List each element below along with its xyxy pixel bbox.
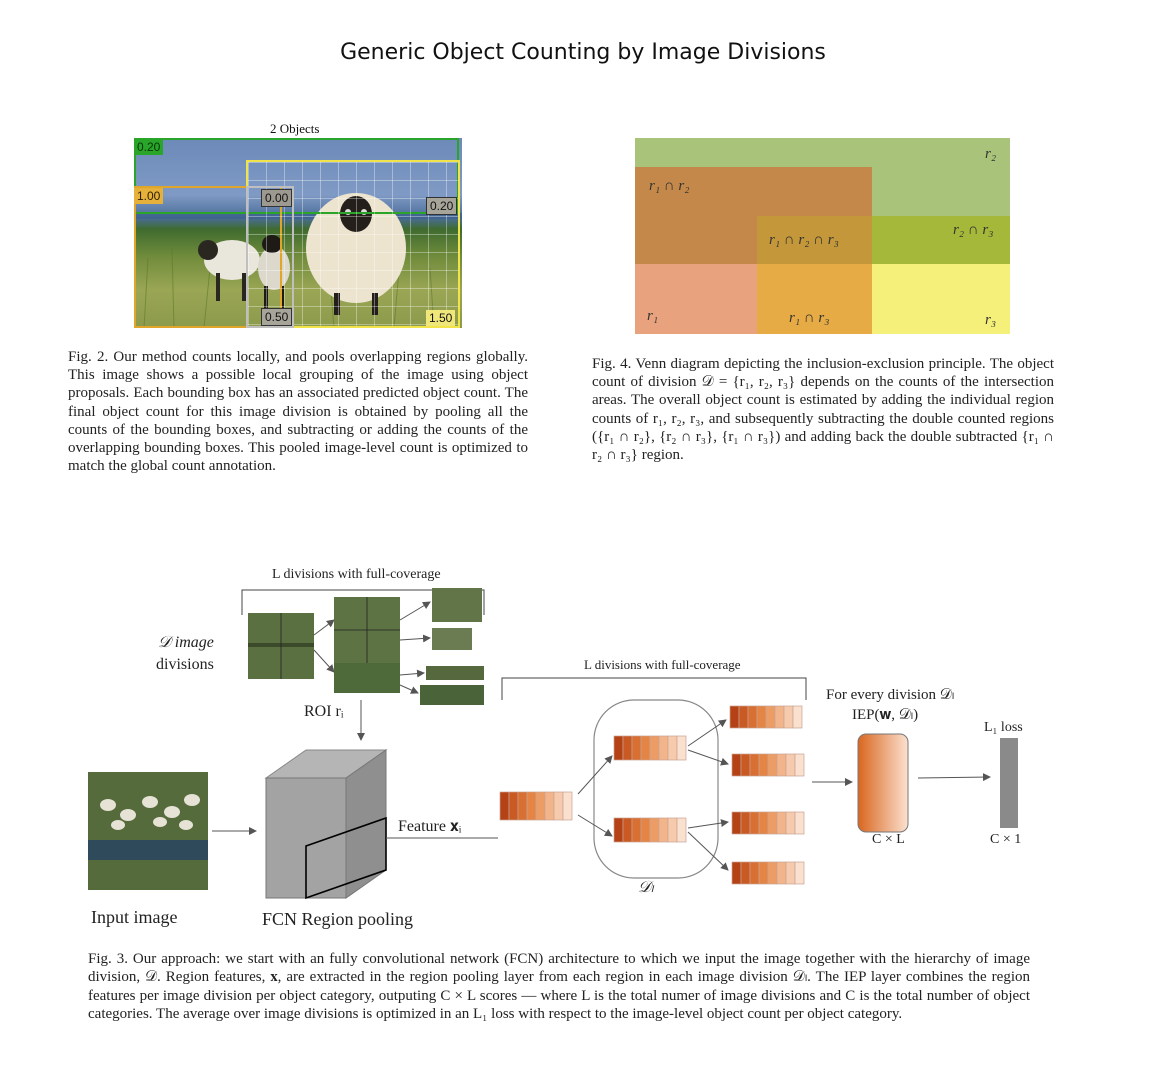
bbox-orange	[134, 186, 282, 328]
label-gray-right: 0.20	[426, 197, 458, 215]
d-image-label: 𝒟 image	[158, 634, 214, 651]
dl-label: 𝒟ₗ	[638, 879, 654, 896]
label-r3: r₃	[985, 312, 997, 328]
label-r1r3: r₁ ∩ r₃	[789, 310, 830, 326]
page-title: Generic Object Counting by Image Divisio…	[340, 40, 826, 65]
label-gray-bottom: 0.50	[261, 308, 293, 326]
fig3-caption: Fig. 3. Our approach: we start with an f…	[88, 951, 1030, 1022]
label-orange: 1.00	[134, 188, 164, 204]
region-r1r2r3	[757, 216, 872, 264]
l1-loss-label: L₁ loss	[984, 720, 1023, 735]
label-r2r3: r₂ ∩ r₃	[953, 222, 994, 238]
roi-label: ROI rᵢ	[304, 703, 344, 720]
label-yellow-bottom: 1.50	[426, 310, 456, 326]
divisions-label: divisions	[156, 656, 214, 673]
input-image-label: Input image	[91, 907, 178, 927]
mid-brace-label: L divisions with full-coverage	[584, 657, 741, 672]
top-brace-label: L divisions with full-coverage	[272, 567, 441, 582]
venn-diagram: r₂ r₁ ∩ r₂ r₁ ∩ r₂ ∩ r₃ r₂ ∩ r₃ r₁ r₁ ∩ …	[635, 138, 1010, 334]
division-image-1	[248, 613, 314, 679]
for-every-label: For every division 𝒟ₗ	[826, 687, 955, 703]
label-r2: r₂	[985, 146, 997, 162]
c-times-l-label: C × L	[872, 832, 905, 847]
c-times-1-label: C × 1	[990, 832, 1022, 847]
division-image-2	[334, 597, 400, 663]
bbox-gray	[246, 186, 294, 328]
label-r1r2r3: r₁ ∩ r₂ ∩ r₃	[769, 232, 839, 248]
iep-label: IEP(𝐰, 𝒟ₗ)	[852, 707, 919, 723]
feature-label: Feature 𝐱ᵢ	[398, 818, 462, 835]
label-r1r2: r₁ ∩ r₂	[649, 178, 690, 194]
pipeline-diagram	[88, 588, 1018, 900]
sheep-photo: 0.20 1.00 0.00 0.20 0.50 1.50	[134, 138, 462, 328]
fig2-caption: Fig. 2. Our method counts locally, and p…	[68, 349, 528, 475]
fig4-caption: Fig. 4. Venn diagram depicting the inclu…	[592, 356, 1054, 464]
fig2-header: 2 Objects	[270, 121, 320, 136]
label-gray-top: 0.00	[261, 189, 293, 207]
fcn-label: FCN Region pooling	[262, 909, 414, 929]
label-green: 0.20	[134, 139, 164, 155]
label-r1: r₁	[647, 308, 659, 324]
